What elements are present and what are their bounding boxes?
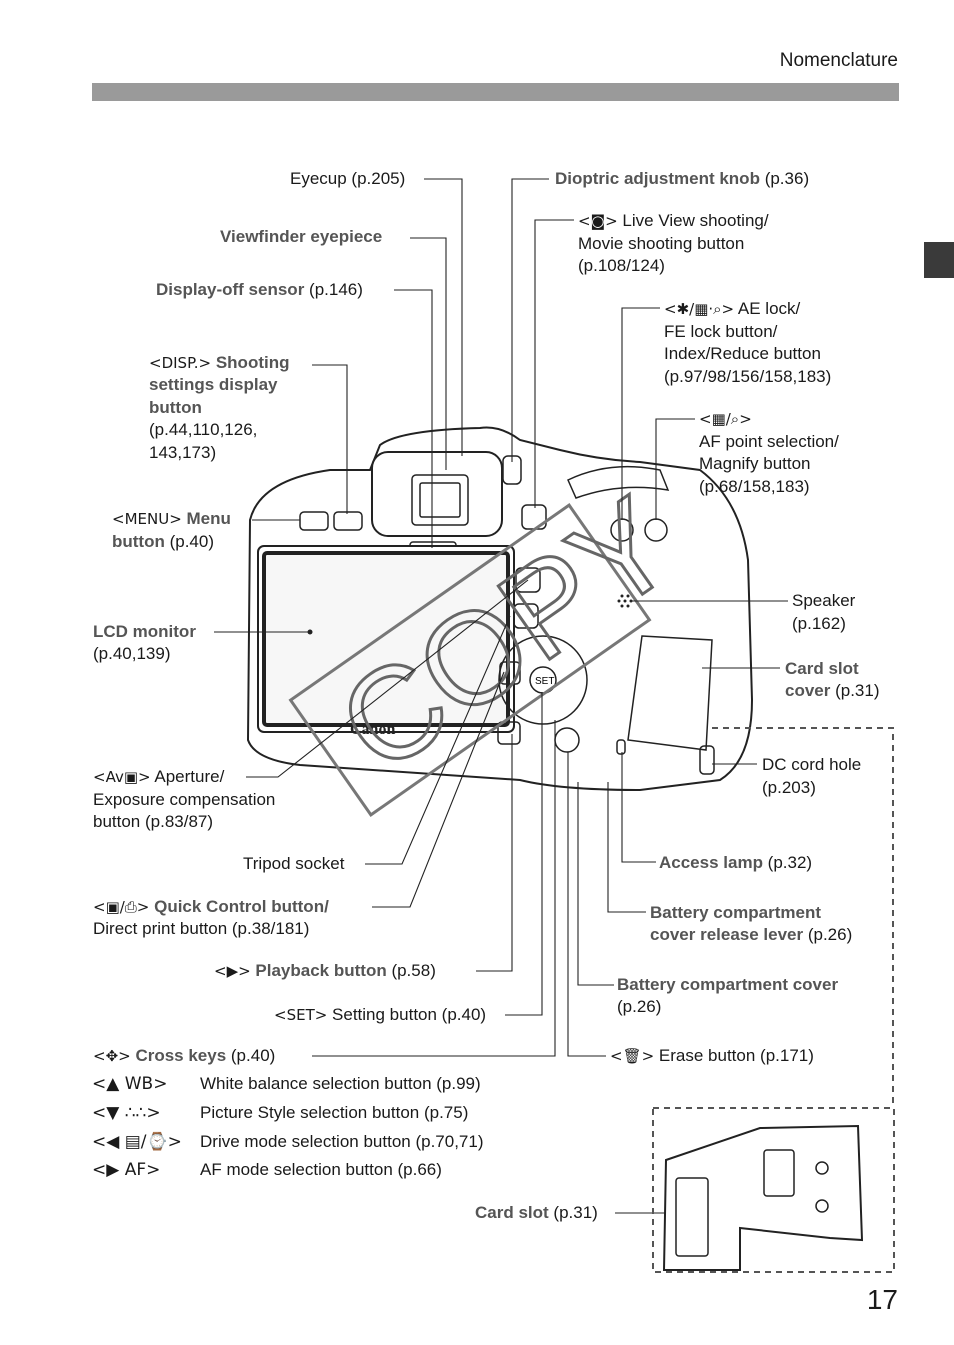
eyepiece-shape (411, 474, 469, 526)
display-off-label: Display-off sensor (p.146) (156, 280, 363, 299)
list-item: <▲ WB> (92, 1074, 168, 1094)
header-bar (92, 83, 899, 101)
battery-lever-line2: cover release lever (p.26) (650, 925, 853, 944)
disp-label-line2: settings display (149, 375, 278, 394)
erase-label: <🗑> Erase button (p.171) (610, 1046, 814, 1065)
list-item: Drive mode selection button (p.70,71) (200, 1132, 484, 1151)
lcd-ref: (p.40,139) (93, 644, 171, 663)
af-point-line2: AF point selection/ (699, 432, 839, 451)
dioptric-label: Dioptric adjustment knob (p.36) (555, 169, 810, 188)
quick-control-label: <▣/⎙> Quick Control button/ (93, 897, 329, 916)
af-point-label: <▦/⌕> (699, 410, 752, 428)
disp-ref-line2: 143,173) (149, 443, 217, 462)
list-item: White balance selection button (p.99) (200, 1074, 481, 1093)
ae-lock-line4: (p.97/98/156/158,183) (664, 367, 832, 386)
list-item: Picture Style selection button (p.75) (200, 1103, 469, 1122)
card-cover-shape (627, 635, 713, 751)
eyecup-shape (371, 451, 503, 537)
menu-label: <MENU> Menu (112, 509, 231, 528)
ae-lock-line3: Index/Reduce button (664, 344, 821, 363)
viewfinder-label: Viewfinder eyepiece (220, 227, 383, 246)
canon-logo: Canon (350, 721, 395, 738)
speaker-label: Speaker (792, 591, 856, 610)
mode-dial-shape (567, 465, 670, 499)
ae-lock-line2: FE lock button/ (664, 322, 778, 341)
ae-lock-label: <✱/▦·⌕> AE lock/ (664, 299, 801, 318)
card-slot-door-shape (662, 1124, 864, 1271)
playback-button-shape (497, 721, 521, 745)
playback-label: <▶> Playback button (p.58) (214, 961, 436, 980)
disp-ref-line1: (p.44,110,126, (149, 420, 258, 439)
menu-button-shape (299, 511, 329, 531)
dc-cord-ref: (p.203) (762, 778, 816, 797)
tripod-label: Tripod socket (243, 854, 345, 873)
speaker-shape (617, 594, 633, 608)
dc-cord-label: DC cord hole (762, 755, 862, 774)
av-label-line3: button (p.83/87) (93, 812, 214, 831)
list-item: <▶ AF> (92, 1160, 161, 1180)
lcd-label: LCD monitor (93, 622, 196, 641)
battery-cover-ref: (p.26) (617, 997, 662, 1016)
menu-label-line2: button (p.40) (112, 532, 214, 551)
disp-button-shape (333, 511, 363, 531)
disp-label-line3: button (149, 398, 202, 417)
liveview-line2: Movie shooting button (578, 234, 745, 253)
liveview-line3: (p.108/124) (578, 256, 665, 275)
card-slot-label: Card slot (p.31) (475, 1203, 598, 1222)
setting-label: <SET> Setting button (p.40) (274, 1005, 487, 1024)
access-lamp-label: Access lamp (p.32) (659, 853, 813, 872)
battery-cover-label: Battery compartment cover (617, 975, 839, 994)
list-item: <◀ ▤/⌚> (92, 1132, 182, 1152)
quick-control-line2: Direct print button (p.38/181) (93, 919, 310, 938)
card-cover-label: Card slot (785, 659, 859, 678)
list-item: <▼ ∴∴> (92, 1103, 161, 1123)
speaker-ref: (p.162) (792, 614, 846, 633)
card-slot-inset (652, 1107, 895, 1273)
chapter-tab (924, 242, 954, 278)
list-item: AF mode selection button (p.66) (200, 1160, 442, 1179)
af-point-line4: (p.68/158,183) (699, 477, 810, 496)
page-number: 17 (866, 1284, 898, 1315)
liveview-label: <◙> Live View shooting/ (578, 211, 769, 230)
eyecup-label: Eyecup (p.205) (290, 169, 406, 188)
av-label: <Av▣> Aperture/ (93, 767, 225, 786)
cross-keys-shape (498, 635, 588, 725)
section-title: Nomenclature (779, 50, 898, 71)
card-cover-line2: cover (p.31) (785, 681, 880, 700)
disp-label: <DISP.> Shooting (149, 353, 290, 372)
svg-text:SET: SET (535, 676, 554, 687)
av-label-line2: Exposure compensation (93, 790, 276, 809)
af-point-line3: Magnify button (699, 454, 811, 473)
cross-keys-label: <✥> Cross keys (p.40) (93, 1046, 276, 1065)
battery-lever-label: Battery compartment (650, 903, 821, 922)
